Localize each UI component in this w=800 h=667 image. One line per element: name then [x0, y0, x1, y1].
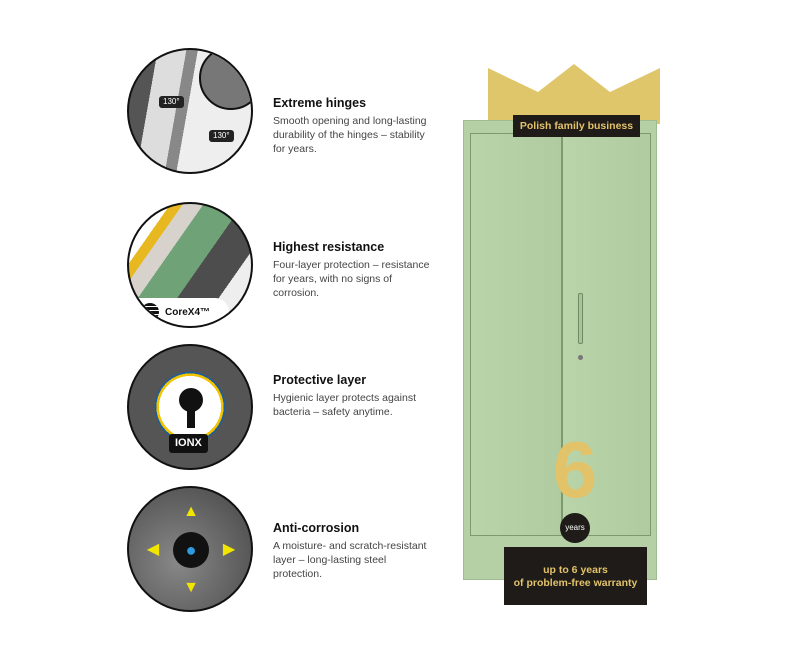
warranty-years-badge: years	[560, 513, 590, 543]
key-shaft-icon	[187, 408, 195, 428]
polish-family-badge: Polish family business	[513, 115, 640, 137]
corex4-label: CoreX4™	[129, 298, 229, 326]
feature-text: A moisture- and scratch-resistant layer …	[273, 540, 427, 580]
angle-label-2: 130°	[209, 130, 234, 142]
anticorrosion-image: ● ◀ ▶ ▲ ▼	[127, 486, 253, 612]
cabinet-door-right	[562, 133, 651, 536]
feature-title: Highest resistance	[273, 240, 385, 254]
cabinet-handle	[578, 293, 583, 344]
feature-hinges: Extreme hinges Smooth opening and long-l…	[273, 96, 433, 156]
crown-icon	[488, 64, 660, 124]
hinges-image: 130° 130°	[127, 48, 253, 174]
feature-title: Anti-corrosion	[273, 521, 360, 535]
arrow-up-icon: ▲	[183, 503, 199, 520]
arrow-left-icon: ◀	[146, 541, 160, 558]
feature-text: Hygienic layer protects against bacteria…	[273, 392, 416, 418]
angle-label-1: 130°	[159, 96, 184, 108]
corex4-logo-icon	[141, 303, 159, 321]
feature-title: Extreme hinges	[273, 96, 367, 110]
warranty-number: 6	[552, 425, 598, 514]
hinge-detail-inset	[199, 50, 251, 110]
feature-text: Smooth opening and long-lasting durabili…	[273, 115, 427, 155]
arrow-down-icon: ▼	[183, 579, 199, 596]
feature-resistance: Highest resistance Four-layer protection…	[273, 240, 433, 300]
feature-text: Four-layer protection – resistance for y…	[273, 259, 430, 299]
warranty-badge: up to 6 years of problem-free warranty	[504, 547, 647, 605]
feature-title: Protective layer	[273, 373, 367, 387]
arrow-right-icon: ▶	[222, 541, 236, 558]
feature-anticorrosion: Anti-corrosion A moisture- and scratch-r…	[273, 521, 433, 581]
water-drop-icon: ●	[173, 532, 209, 568]
cabinet-door-left	[470, 133, 562, 536]
feature-protective: Protective layer Hygienic layer protects…	[273, 373, 433, 419]
lock-icon	[578, 355, 583, 360]
ionx-image: IONX	[127, 344, 253, 470]
ionx-logo: IONX	[169, 434, 208, 453]
layers-image: CoreX4™	[127, 202, 253, 328]
cabinet-image	[463, 120, 657, 580]
